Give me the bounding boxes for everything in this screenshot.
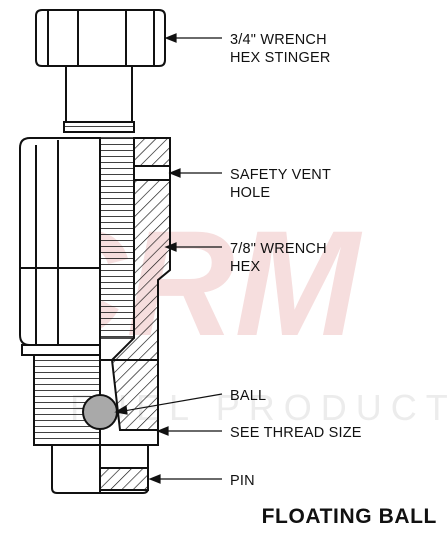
callout-wrench-hex-line1: 7/8" WRENCH <box>230 241 327 257</box>
diagram-title: FLOATING BALL <box>262 505 437 528</box>
floating-ball <box>82 394 118 430</box>
hex-stinger-head <box>35 9 166 67</box>
pin-section <box>99 467 149 491</box>
lower-threads <box>21 344 159 446</box>
callout-hex-stinger-line2: HEX STINGER <box>230 50 331 66</box>
callouts: 3/4" WRENCH HEX STINGER SAFETY VENT HOLE… <box>230 32 362 489</box>
stinger-shank <box>63 66 135 133</box>
hex-body <box>19 137 101 346</box>
callout-ball: BALL <box>230 388 266 404</box>
callout-pin: PIN <box>230 473 255 489</box>
nose-tip <box>51 444 149 494</box>
callout-wrench-hex-line2: HEX <box>230 259 261 275</box>
callout-safety-vent-line1: SAFETY VENT <box>230 167 331 183</box>
callout-thread-size: SEE THREAD SIZE <box>230 425 362 441</box>
leader-lines <box>114 33 223 484</box>
callout-safety-vent-line2: HOLE <box>230 185 270 201</box>
callout-hex-stinger-line1: 3/4" WRENCH <box>230 32 327 48</box>
internal-threads <box>99 137 135 339</box>
